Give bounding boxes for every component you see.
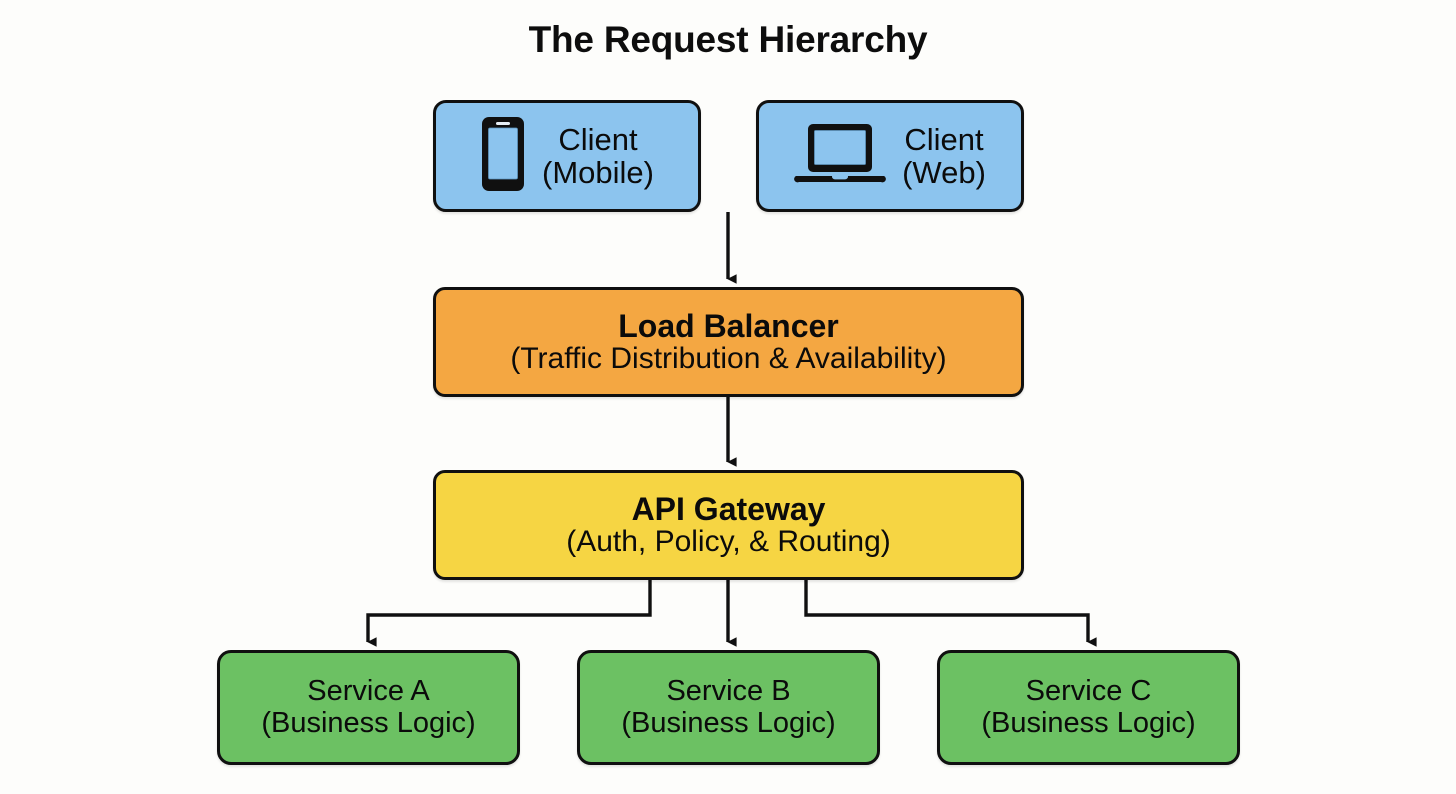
service-c-line1: Service C xyxy=(1025,675,1152,708)
client-web-label: Client (Web) xyxy=(902,121,986,190)
service-a-line1: Service A xyxy=(307,675,430,708)
api-gateway-line2: (Auth, Policy, & Routing) xyxy=(566,525,891,559)
node-service-c[interactable]: Service C (Business Logic) xyxy=(937,650,1240,765)
client-web-line1: Client xyxy=(904,121,984,157)
diagram-title: The Request Hierarchy xyxy=(528,19,928,60)
service-c-line2: (Business Logic) xyxy=(981,706,1196,739)
service-a-label: Service A (Business Logic) xyxy=(261,675,476,739)
service-b-label: Service B (Business Logic) xyxy=(621,675,836,739)
service-c-label: Service C (Business Logic) xyxy=(981,675,1196,739)
api-gateway-label: API Gateway (Auth, Policy, & Routing) xyxy=(566,490,891,559)
node-api-gateway[interactable]: API Gateway (Auth, Policy, & Routing) xyxy=(433,470,1024,580)
laptop-icon xyxy=(794,120,886,193)
connector-api-gateway-to-service-a xyxy=(366,580,652,647)
service-b-line1: Service B xyxy=(666,675,791,708)
connector-api-gateway-to-service-c xyxy=(804,580,1097,647)
node-load-balancer[interactable]: Load Balancer (Traffic Distribution & Av… xyxy=(433,287,1024,397)
service-b-line2: (Business Logic) xyxy=(621,706,836,739)
node-client-mobile[interactable]: Client (Mobile) xyxy=(433,100,701,212)
node-service-a[interactable]: Service A (Business Logic) xyxy=(217,650,520,765)
client-mobile-label: Client (Mobile) xyxy=(542,121,654,190)
load-balancer-line2: (Traffic Distribution & Availability) xyxy=(510,342,947,376)
client-web-line2: (Web) xyxy=(902,155,986,190)
load-balancer-line1: Load Balancer xyxy=(618,307,839,344)
load-balancer-label: Load Balancer (Traffic Distribution & Av… xyxy=(510,307,947,376)
service-a-line2: (Business Logic) xyxy=(261,706,476,739)
mobile-phone-icon xyxy=(480,115,526,198)
client-mobile-line2: (Mobile) xyxy=(542,155,654,190)
api-gateway-line1: API Gateway xyxy=(631,490,826,527)
client-mobile-line1: Client xyxy=(558,121,638,157)
node-client-web[interactable]: Client (Web) xyxy=(756,100,1024,212)
node-service-b[interactable]: Service B (Business Logic) xyxy=(577,650,880,765)
